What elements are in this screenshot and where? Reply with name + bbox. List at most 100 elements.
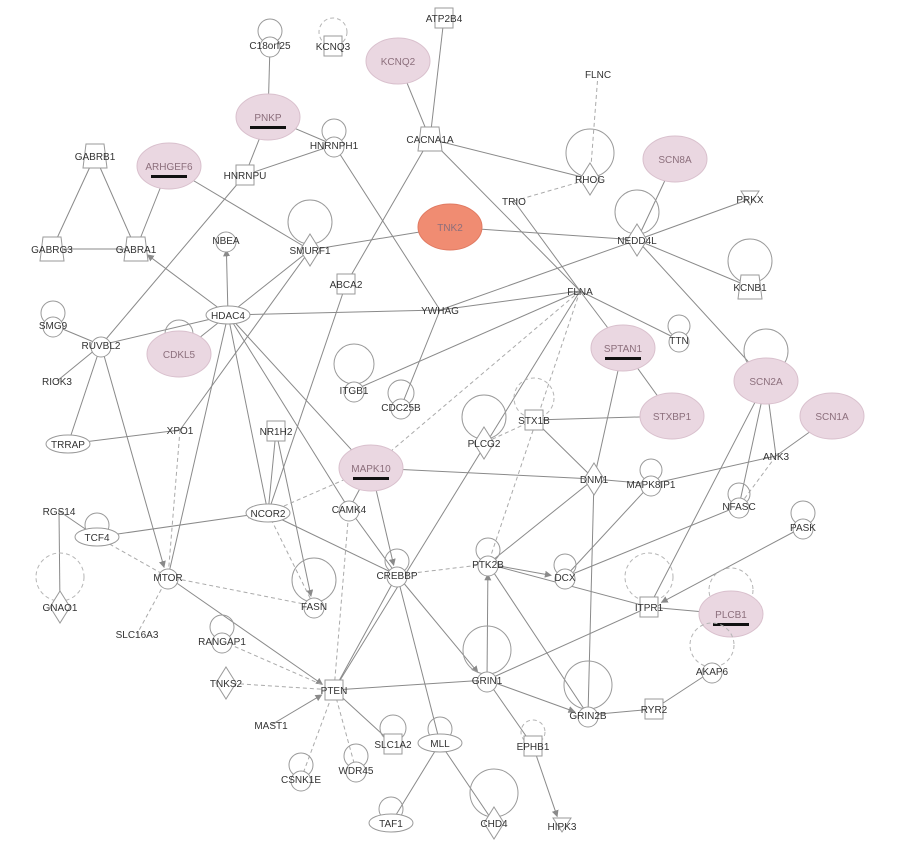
node-camk4[interactable]: CAMK4 [332, 500, 367, 522]
node-hipk3[interactable]: HIPK3 [548, 817, 577, 833]
node-label: NFASC [722, 502, 755, 513]
node-rangap1[interactable]: RANGAP1 [198, 614, 246, 654]
node-chd4[interactable]: CHD4 [469, 768, 519, 840]
rect-shape [323, 35, 343, 57]
node-tnk2[interactable]: TNK2 [417, 203, 483, 251]
node-arhgef6[interactable]: ARHGEF6 [136, 142, 202, 190]
node-pask[interactable]: PASK [790, 500, 816, 540]
node-c18orf25[interactable]: C18orf25 [249, 18, 291, 58]
node-rgs14[interactable]: RGS14 [43, 507, 76, 518]
node-pnkp[interactable]: PNKP [235, 93, 301, 141]
node-taf1[interactable]: TAF1 [368, 796, 414, 833]
node-rhog[interactable]: RHOG [565, 128, 615, 196]
node-slc16a3[interactable]: SLC16A3 [116, 630, 159, 641]
node-trrap[interactable]: TRRAP [45, 434, 91, 454]
node-itgb1[interactable]: ITGB1 [333, 343, 375, 403]
node-cacna1a[interactable]: CACNA1A [406, 126, 454, 152]
node-label: CDKL5 [163, 350, 196, 361]
node-mapk8ip1[interactable]: MAPK8IP1 [627, 458, 676, 497]
node-akap6[interactable]: AKAP6 [689, 622, 735, 684]
node-mtor[interactable]: MTOR [153, 568, 183, 590]
node-nr1h2[interactable]: NR1H2 [260, 420, 293, 442]
node-ryr2[interactable]: RYR2 [641, 698, 668, 720]
node-kcnb1[interactable]: KCNB1 [727, 238, 773, 300]
node-hnrnph1[interactable]: HNRNPH1 [310, 118, 359, 158]
node-flnc[interactable]: FLNC [585, 70, 611, 81]
node-trio[interactable]: TRIO [502, 197, 526, 208]
node-wdr45[interactable]: WDR45 [338, 743, 374, 783]
edge-cacna1a-to-rhog [429, 138, 591, 180]
node-dcx[interactable]: DCX [553, 553, 577, 590]
node-hdac4[interactable]: HDAC4 [205, 305, 251, 325]
node-ank3[interactable]: ANK3 [763, 452, 790, 463]
node-gnao1[interactable]: GNAO1 [35, 552, 85, 624]
node-kcnq2[interactable]: KCNQ2 [365, 37, 431, 85]
circle-shape [668, 331, 690, 353]
node-cdkl5[interactable]: CDKL5 [146, 319, 212, 378]
node-atp2b4[interactable]: ATP2B4 [426, 7, 463, 29]
node-smurf1[interactable]: SMURF1 [287, 199, 333, 267]
self-loop [520, 719, 546, 745]
node-slc1a2[interactable]: SLC1A2 [374, 714, 412, 755]
node-fasn[interactable]: FASN [291, 557, 337, 619]
edge-crebbp-to-ptk2b [396, 563, 489, 576]
edge-flna-to-ttn [579, 290, 680, 341]
node-tcf4[interactable]: TCF4 [74, 512, 120, 547]
node-plcg2[interactable]: PLCG2 [461, 394, 507, 460]
node-cdc25b[interactable]: CDC25B [381, 379, 421, 420]
node-xpo1[interactable]: XPO1 [167, 426, 194, 437]
node-label: CAMK4 [332, 505, 367, 516]
trapezoid-shape [417, 126, 443, 152]
edge-flna-to-ptk2b [487, 290, 581, 565]
node-label: PNKP [254, 113, 282, 124]
node-gabrb1[interactable]: GABRB1 [75, 143, 116, 169]
node-mll[interactable]: MLL [417, 716, 463, 753]
node-plcb1[interactable]: PLCB1 [698, 567, 764, 638]
node-prkx[interactable]: PRKX [736, 190, 764, 206]
node-label: CDC25B [381, 403, 421, 414]
node-smg9[interactable]: SMG9 [39, 300, 68, 338]
node-crebbp[interactable]: CREBBP [376, 548, 418, 588]
node-scn2a[interactable]: SCN2A [733, 328, 799, 405]
node-ywhag[interactable]: YWHAG [421, 306, 459, 317]
node-gabra1[interactable]: GABRA1 [116, 236, 157, 262]
node-mast1[interactable]: MAST1 [254, 721, 288, 732]
node-stxbp1[interactable]: STXBP1 [639, 392, 705, 440]
edge-hnrnph1-to-hnrnpu [244, 144, 335, 176]
node-gabrg3[interactable]: GABRG3 [31, 236, 73, 262]
edge-rangap1-to-pten [221, 640, 335, 691]
node-nedd4l[interactable]: NEDD4L [614, 189, 660, 257]
edge-ank3-to-mapk8ip1 [650, 455, 777, 485]
node-sptan1[interactable]: SPTAN1 [590, 324, 656, 372]
node-ephb1[interactable]: EPHB1 [517, 719, 550, 757]
node-ptk2b[interactable]: PTK2B [472, 537, 504, 577]
node-stx1b[interactable]: STX1B [513, 377, 555, 431]
node-label: RYR2 [641, 705, 668, 716]
node-pten[interactable]: PTEN [321, 679, 348, 701]
node-tnks2[interactable]: TNKS2 [210, 666, 243, 700]
node-dnm1[interactable]: DNM1 [580, 462, 609, 496]
node-hnrnpu[interactable]: HNRNPU [224, 164, 267, 186]
edge-tnks2-to-pten [225, 682, 335, 691]
node-csnk1e[interactable]: CSNK1E [281, 752, 321, 792]
node-label: NR1H2 [260, 427, 293, 438]
node-kcnq3[interactable]: KCNQ3 [316, 17, 351, 57]
node-itpr1[interactable]: ITPR1 [624, 552, 674, 618]
node-riok3[interactable]: RIOK3 [42, 377, 72, 388]
node-label: SMURF1 [289, 246, 331, 257]
node-label: GABRA1 [116, 245, 157, 256]
node-grin1[interactable]: GRIN1 [462, 625, 512, 693]
node-scn8a[interactable]: SCN8A [642, 135, 708, 183]
node-flna[interactable]: FLNA [567, 287, 593, 298]
node-label: PRKX [736, 195, 764, 206]
node-ruvbl2[interactable]: RUVBL2 [82, 336, 121, 358]
node-scn1a[interactable]: SCN1A [799, 392, 865, 440]
edge-ephb1-to-hipk3 [532, 745, 559, 818]
node-ncor2[interactable]: NCOR2 [245, 503, 291, 523]
node-ttn[interactable]: TTN [667, 314, 691, 353]
node-mapk10[interactable]: MAPK10 [338, 444, 404, 492]
node-abca2[interactable]: ABCA2 [330, 273, 363, 295]
node-grin2b[interactable]: GRIN2B [563, 660, 613, 728]
node-nfasc[interactable]: NFASC [722, 482, 756, 519]
node-nbea[interactable]: NBEA [212, 231, 240, 253]
